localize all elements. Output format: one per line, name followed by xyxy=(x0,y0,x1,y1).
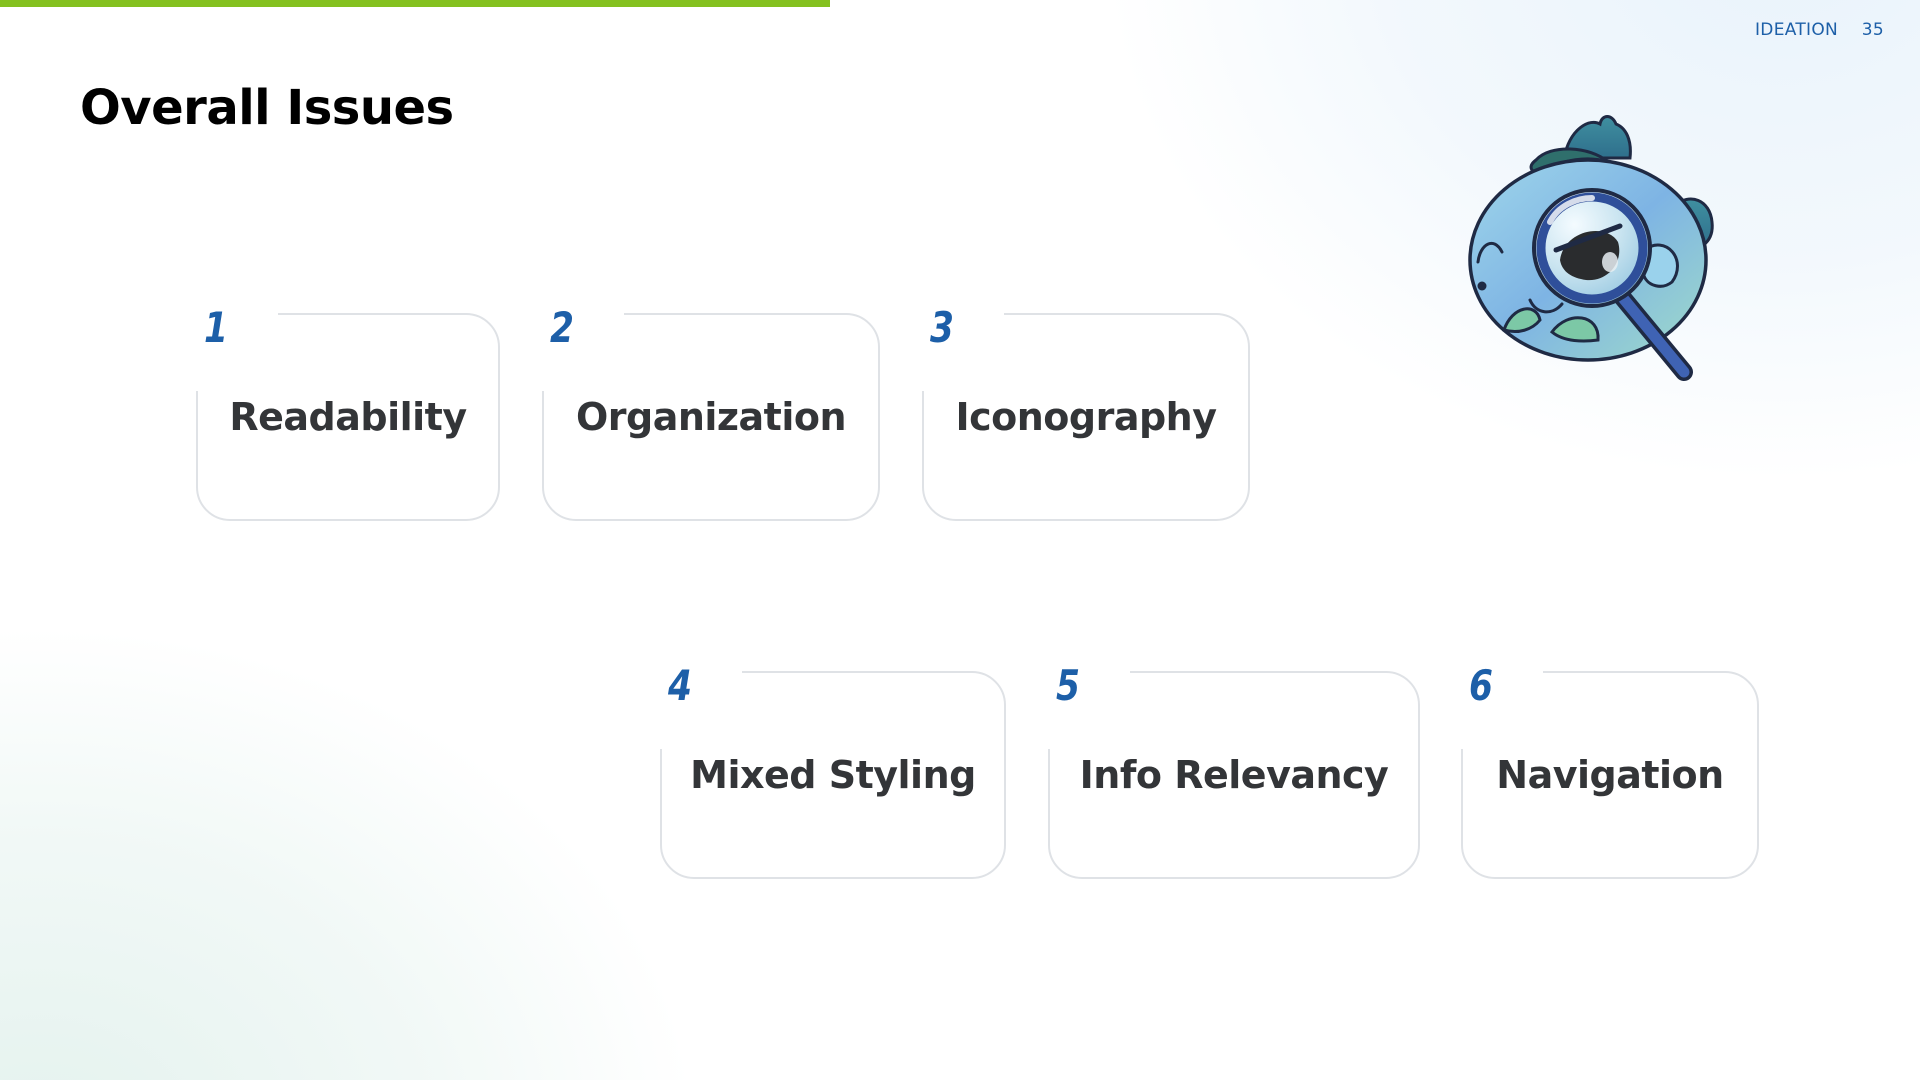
issue-label: Readability xyxy=(229,395,467,439)
issue-card-organization: 2 Organization xyxy=(540,303,880,521)
issue-number: 2 xyxy=(550,303,574,352)
issue-label: Navigation xyxy=(1496,753,1724,797)
issue-label: Info Relevancy xyxy=(1079,753,1389,797)
page-number: 35 xyxy=(1861,20,1884,40)
issue-label: Mixed Styling xyxy=(690,753,976,797)
issue-card-iconography: 3 Iconography xyxy=(920,303,1250,521)
issue-card-navigation: 6 Navigation xyxy=(1459,661,1759,879)
top-accent-bar xyxy=(0,0,830,7)
issue-number: 4 xyxy=(668,661,692,710)
issue-number: 3 xyxy=(930,303,954,352)
issue-label: Iconography xyxy=(955,395,1217,439)
fish-with-magnifying-glass-icon xyxy=(1468,115,1714,381)
issue-card-info-relevancy: 5 Info Relevancy xyxy=(1046,661,1420,879)
issue-number: 1 xyxy=(204,303,228,352)
issue-number: 6 xyxy=(1469,661,1493,710)
issue-card-mixed-styling: 4 Mixed Styling xyxy=(658,661,1006,879)
issue-number: 5 xyxy=(1056,661,1080,710)
section-header: IDEATION 35 xyxy=(1755,20,1884,40)
section-name: IDEATION xyxy=(1754,20,1839,40)
page-title: Overall Issues xyxy=(80,80,454,136)
issue-card-readability: 1 Readability xyxy=(194,303,500,521)
issue-label: Organization xyxy=(575,395,847,439)
